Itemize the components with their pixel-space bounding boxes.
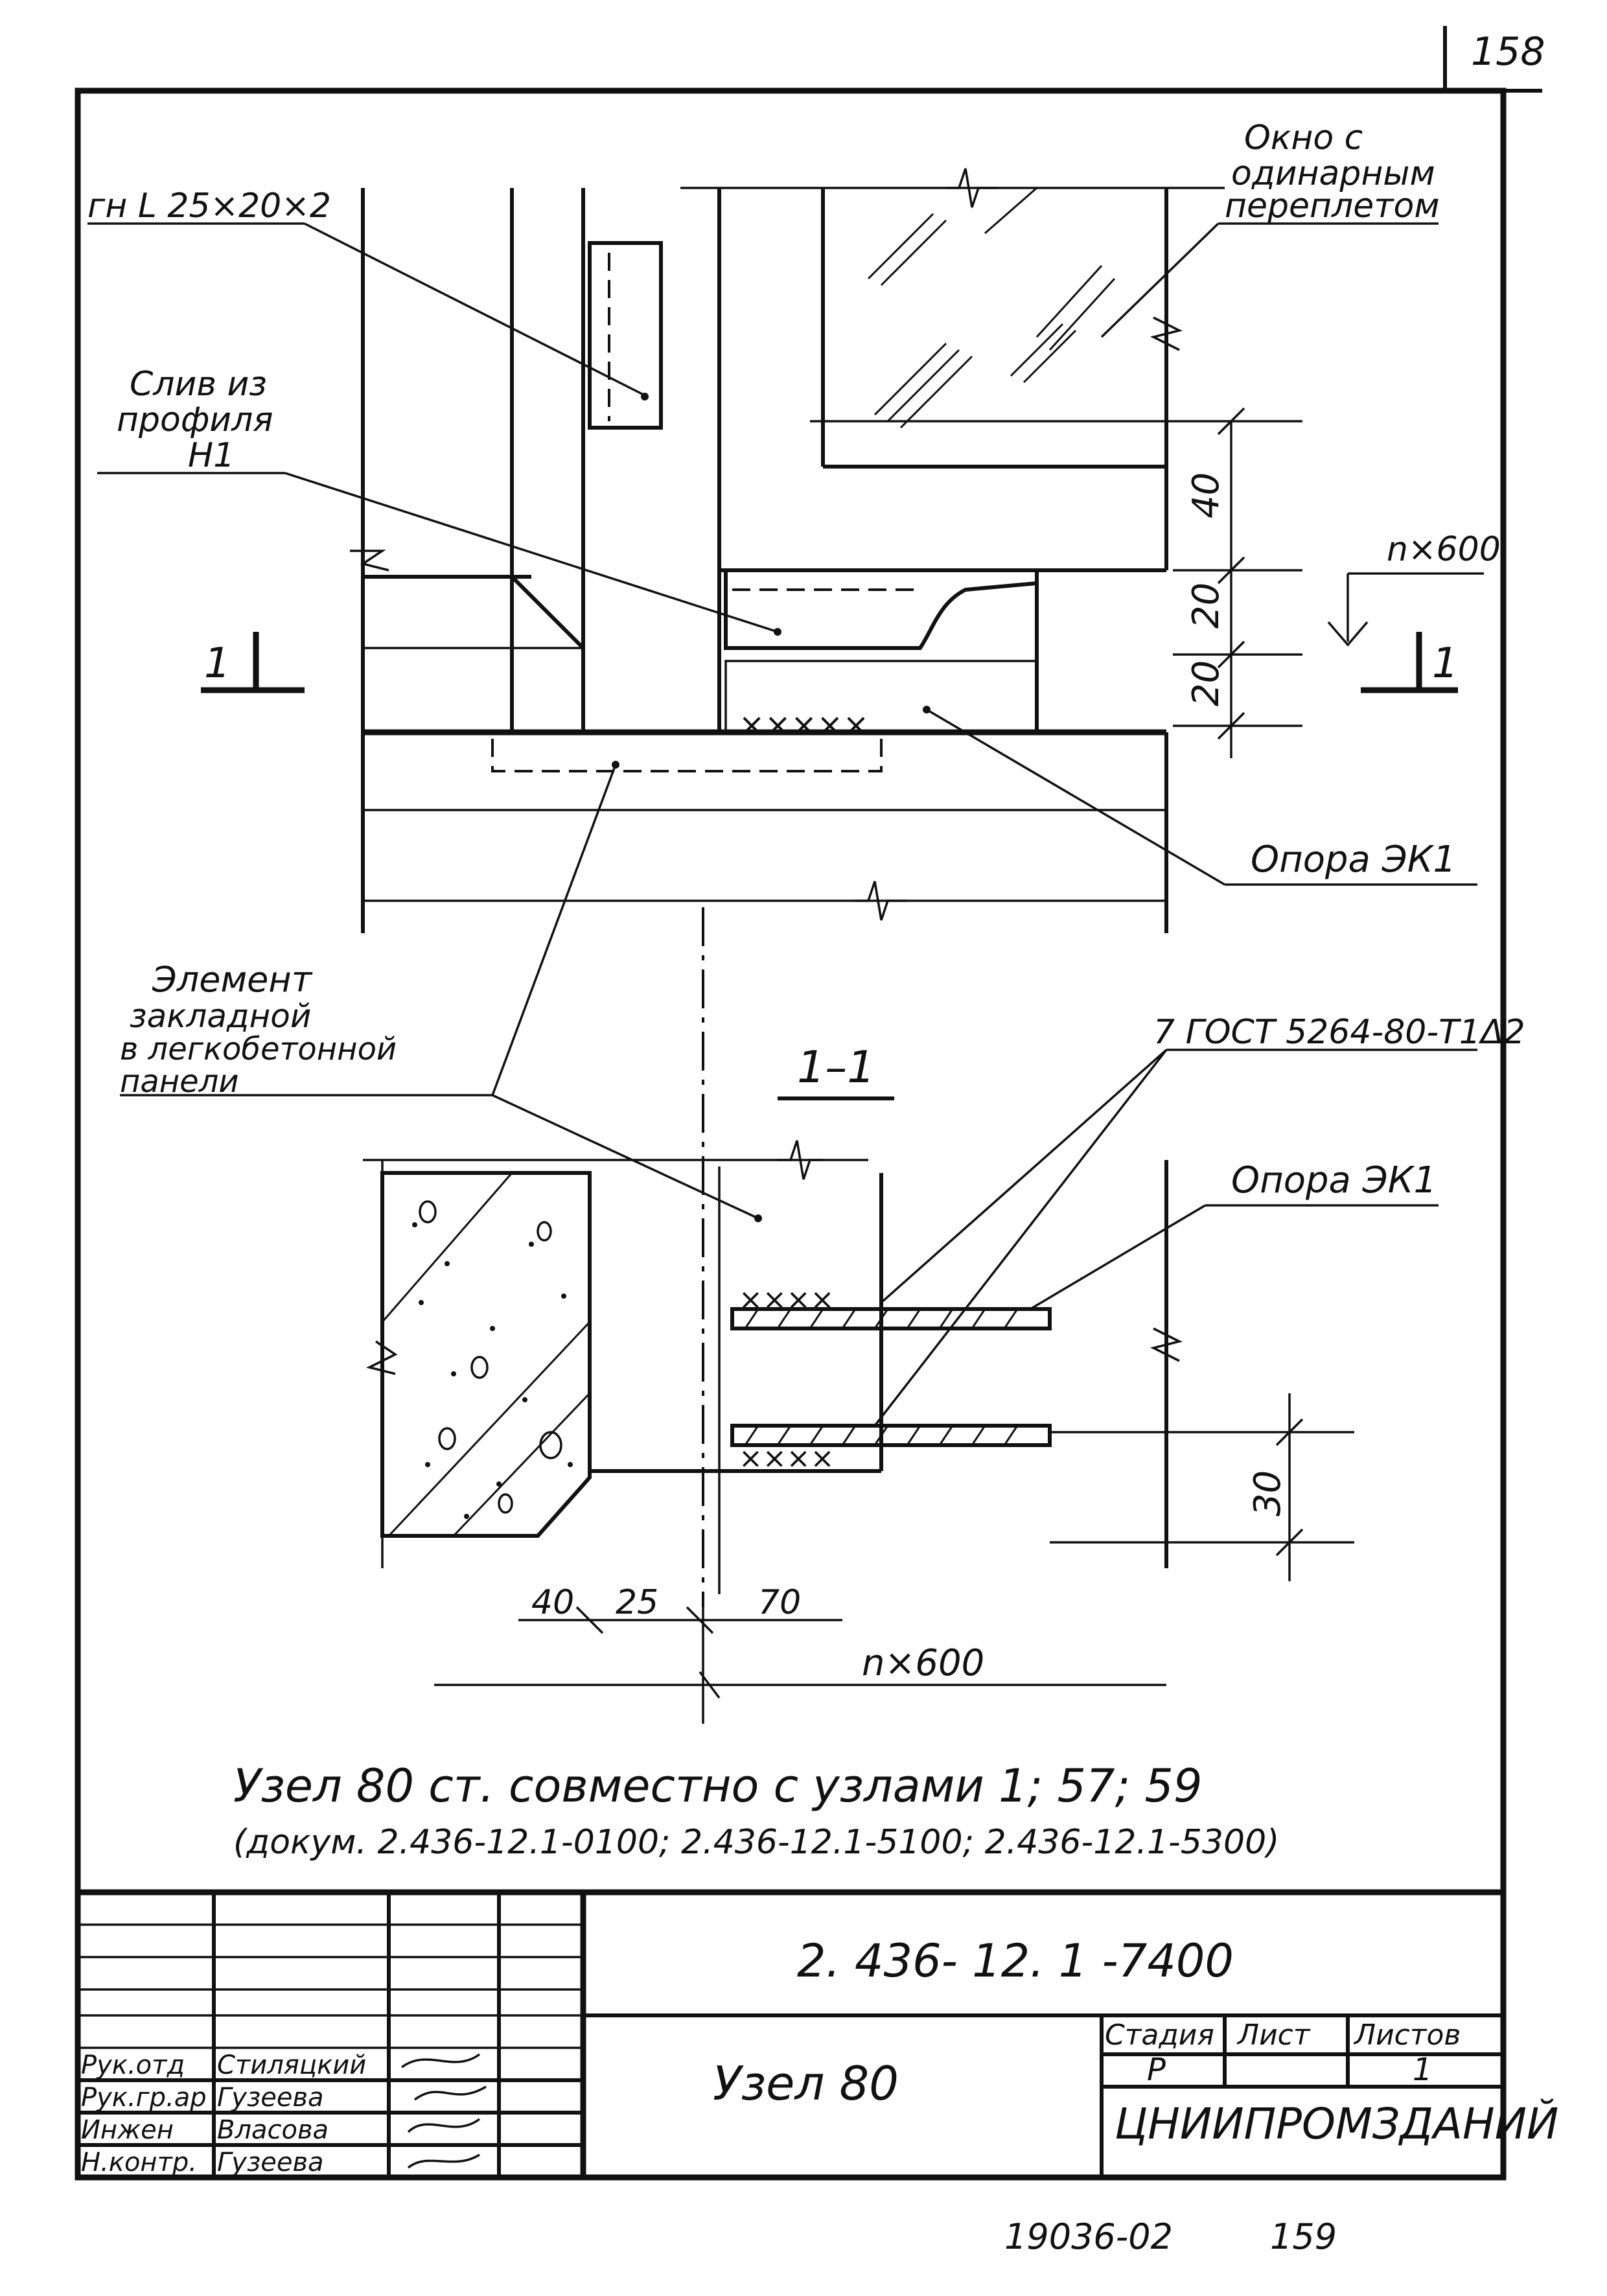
label-embedded-1: Элемент — [152, 959, 313, 1000]
sheet-frame — [75, 26, 1542, 2181]
col-stage: Стадия — [1105, 2019, 1214, 2052]
signatures: Рук.отд Стиляцкий Рук.гр.ар Гузеева Инже… — [81, 2050, 487, 2177]
leaders-top — [87, 222, 1477, 1222]
sig-name-2: Гузеева — [217, 2083, 324, 2113]
sig-role-2: Рук.гр.ар — [81, 2083, 207, 2113]
title-block — [78, 1889, 1503, 2177]
label-window-2: одинарным — [1231, 154, 1435, 193]
note-line-1: Узел 80 ст. совместно с узлами 1; 57; 59 — [233, 1759, 1203, 1813]
sig-name-1: Стиляцкий — [217, 2050, 366, 2080]
weld-crosses-lower: ×××× — [739, 1442, 834, 1475]
dim-pitch-bottom: n×600 — [862, 1642, 984, 1684]
sig-name-4: Гузеева — [217, 2148, 324, 2177]
section-title: 1–1 — [797, 1042, 875, 1093]
handwritten-signature — [400, 2053, 487, 2169]
svg-text:1: 1 — [1432, 640, 1459, 688]
label-drip-2: профиля — [117, 400, 273, 439]
drawing-title: Узел 80 — [713, 2056, 899, 2111]
label-weld: 7 ГОСТ 5264-80-Т1Δ2 — [1153, 1013, 1525, 1052]
dim-20b: 20 — [1185, 660, 1227, 706]
section-view: ×××× ×××× 30 40 25 70 n×600 — [363, 1049, 1477, 1724]
doc-code: 2. 436- 12. 1 -7400 — [797, 1934, 1234, 1988]
dim-b40: 40 — [531, 1583, 574, 1622]
svg-text:1: 1 — [204, 640, 231, 688]
bottom-number: 159 — [1270, 2216, 1337, 2257]
dim-20a: 20 — [1185, 583, 1227, 629]
label-support-section: Опора ЭК1 — [1231, 1159, 1437, 1201]
top-view: ××××× 40 20 20 n×600 1 — [201, 168, 1501, 1607]
dim-30: 30 — [1247, 1470, 1289, 1516]
col-sheet: Лист — [1236, 2019, 1311, 2052]
page-number: 158 — [1471, 29, 1545, 75]
note-line-2: (докум. 2.436-12.1-0100; 2.436-12.1-5100… — [233, 1823, 1279, 1862]
sig-name-3: Власова — [217, 2115, 329, 2145]
label-window-3: переплетом — [1225, 187, 1440, 226]
sig-role-4: Н.контр. — [81, 2148, 197, 2177]
concrete-dots — [412, 1222, 573, 1519]
sig-role-3: Инжен — [81, 2115, 174, 2145]
weld-crosses-upper: ×××× — [739, 1283, 834, 1316]
section-mark-left: 1 — [201, 632, 305, 693]
sheets-value: 1 — [1413, 2052, 1433, 2088]
label-embedded-4: панели — [120, 1063, 239, 1100]
label-embedded-3: в легкобетонной — [120, 1031, 397, 1067]
dim-40: 40 — [1185, 472, 1227, 518]
section-mark-right: 1 — [1361, 632, 1459, 693]
dim-pitch-top: n×600 — [1387, 530, 1501, 569]
label-support-top: Опора ЭК1 — [1251, 839, 1456, 881]
label-drip-3: Н1 — [188, 436, 235, 475]
weld-crosses-top: ××××× — [739, 707, 869, 743]
label-window-1: Окно с — [1244, 119, 1363, 157]
bottom-code: 19036-02 — [1004, 2216, 1173, 2257]
dim-b25: 25 — [616, 1583, 658, 1622]
label-angle-profile: гн L 25×20×2 — [87, 187, 331, 226]
stage-value: Р — [1147, 2052, 1166, 2088]
dim-b70: 70 — [758, 1583, 801, 1622]
col-sheets: Листов — [1353, 2019, 1461, 2052]
label-embedded-2: закладной — [130, 997, 311, 1035]
sig-role-1: Рук.отд — [81, 2050, 185, 2080]
concrete-circles — [419, 1200, 562, 1514]
organization: ЦНИИПРОМЗДАНИЙ — [1115, 2098, 1558, 2149]
label-drip-1: Слив из — [130, 365, 267, 404]
